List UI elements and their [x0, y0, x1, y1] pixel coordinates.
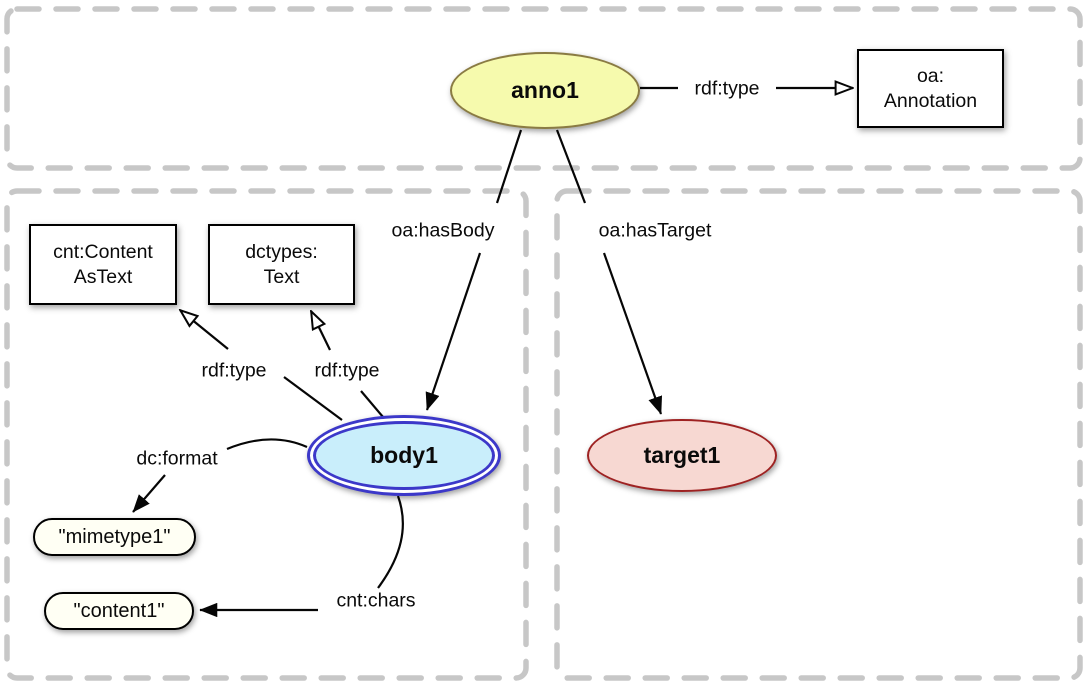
body1-node: body1: [307, 415, 501, 496]
has-body-edge-segment-1: [495, 129, 523, 204]
body1-label: body1: [370, 442, 438, 468]
dc-format-edge-arrow: [132, 474, 166, 513]
target1-label: target1: [643, 442, 721, 468]
has-body-edge-label: oa:hasBody: [391, 219, 495, 242]
has-target-edge-segment-1: [555, 129, 587, 204]
rdf-type-dctypes-edge-label: rdf:type: [314, 359, 380, 382]
target-region-border: [554, 188, 1083, 681]
rdf-type-cnt-edge-label: rdf:type: [201, 359, 267, 382]
anno1-label: anno1: [511, 77, 579, 103]
content1-literal-node: "content1": [44, 592, 194, 630]
cnt-content-line2: AsText: [73, 265, 133, 288]
oa-annotation-class-box: oa: Annotation: [857, 49, 1004, 128]
has-target-edge-label: oa:hasTarget: [598, 219, 712, 242]
dc-format-edge-curve: [226, 438, 308, 451]
cnt-chars-edge-label: cnt:chars: [336, 589, 416, 612]
rdf-type-cnt-edge-segment-1: [283, 376, 343, 421]
dctypes-line2: Text: [263, 265, 300, 288]
cnt-content-line1: cnt:Content: [53, 240, 153, 263]
has-body-edge-segment-2: [425, 252, 482, 411]
rdf-type-annotation-edge-label: rdf:type: [694, 77, 760, 100]
dctypes-line1: dctypes:: [245, 240, 318, 263]
annotation-region-border: [4, 6, 1083, 171]
rdf-type-dctypes-edge-segment-2: [311, 311, 331, 351]
oa-annotation-line1: oa:: [916, 64, 945, 87]
target1-node: target1: [587, 419, 777, 492]
rdf-type-dctypes-edge-segment-1: [360, 390, 384, 418]
cnt-chars-edge-curve: [377, 495, 404, 589]
content1-label: "content1": [73, 599, 165, 622]
mimetype1-label: "mimetype1": [58, 525, 171, 548]
mimetype1-literal-node: "mimetype1": [33, 518, 196, 556]
dc-format-edge-label: dc:format: [136, 447, 218, 470]
body-region-border: [4, 188, 529, 681]
cnt-content-as-text-class-box: cnt:Content AsText: [29, 224, 177, 305]
has-target-edge-segment-2: [602, 252, 663, 415]
oa-annotation-line2: Annotation: [883, 89, 978, 112]
rdf-type-cnt-edge-segment-2: [180, 310, 229, 350]
body1-inner-ring: body1: [313, 421, 495, 490]
dctypes-text-class-box: dctypes: Text: [208, 224, 355, 305]
anno1-node: anno1: [450, 52, 640, 129]
